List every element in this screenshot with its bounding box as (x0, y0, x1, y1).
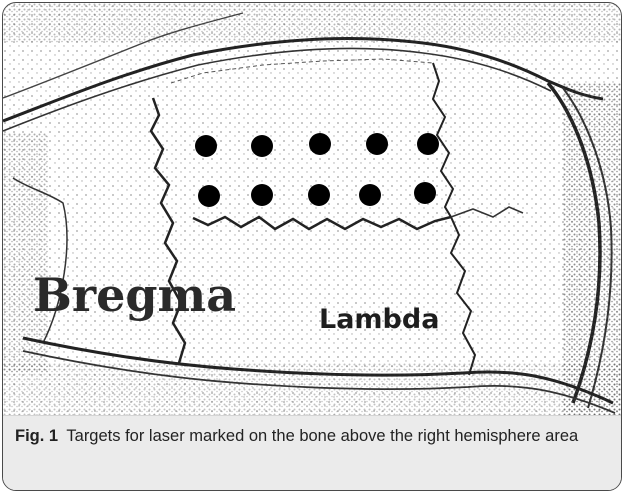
target-dot (366, 133, 388, 155)
figure-number: Fig. 1 (15, 427, 58, 445)
target-dot (417, 133, 439, 155)
target-dot (195, 135, 217, 157)
caption-bar: Fig. 1 Targets for laser marked on the b… (3, 415, 621, 491)
target-dot (251, 135, 273, 157)
target-dot (359, 184, 381, 206)
target-dot (309, 133, 331, 155)
caption-text: Targets for laser marked on the bone abo… (66, 427, 578, 445)
target-dot (198, 185, 220, 207)
lambda-label: Lambda (319, 304, 439, 335)
target-dot (308, 184, 330, 206)
skull-illustration: Bregma Lambda (3, 3, 621, 415)
target-dot (414, 182, 436, 204)
figure-caption: Fig. 1 Targets for laser marked on the b… (15, 424, 611, 448)
bregma-label: Bregma (33, 268, 236, 322)
target-dot (251, 184, 273, 206)
